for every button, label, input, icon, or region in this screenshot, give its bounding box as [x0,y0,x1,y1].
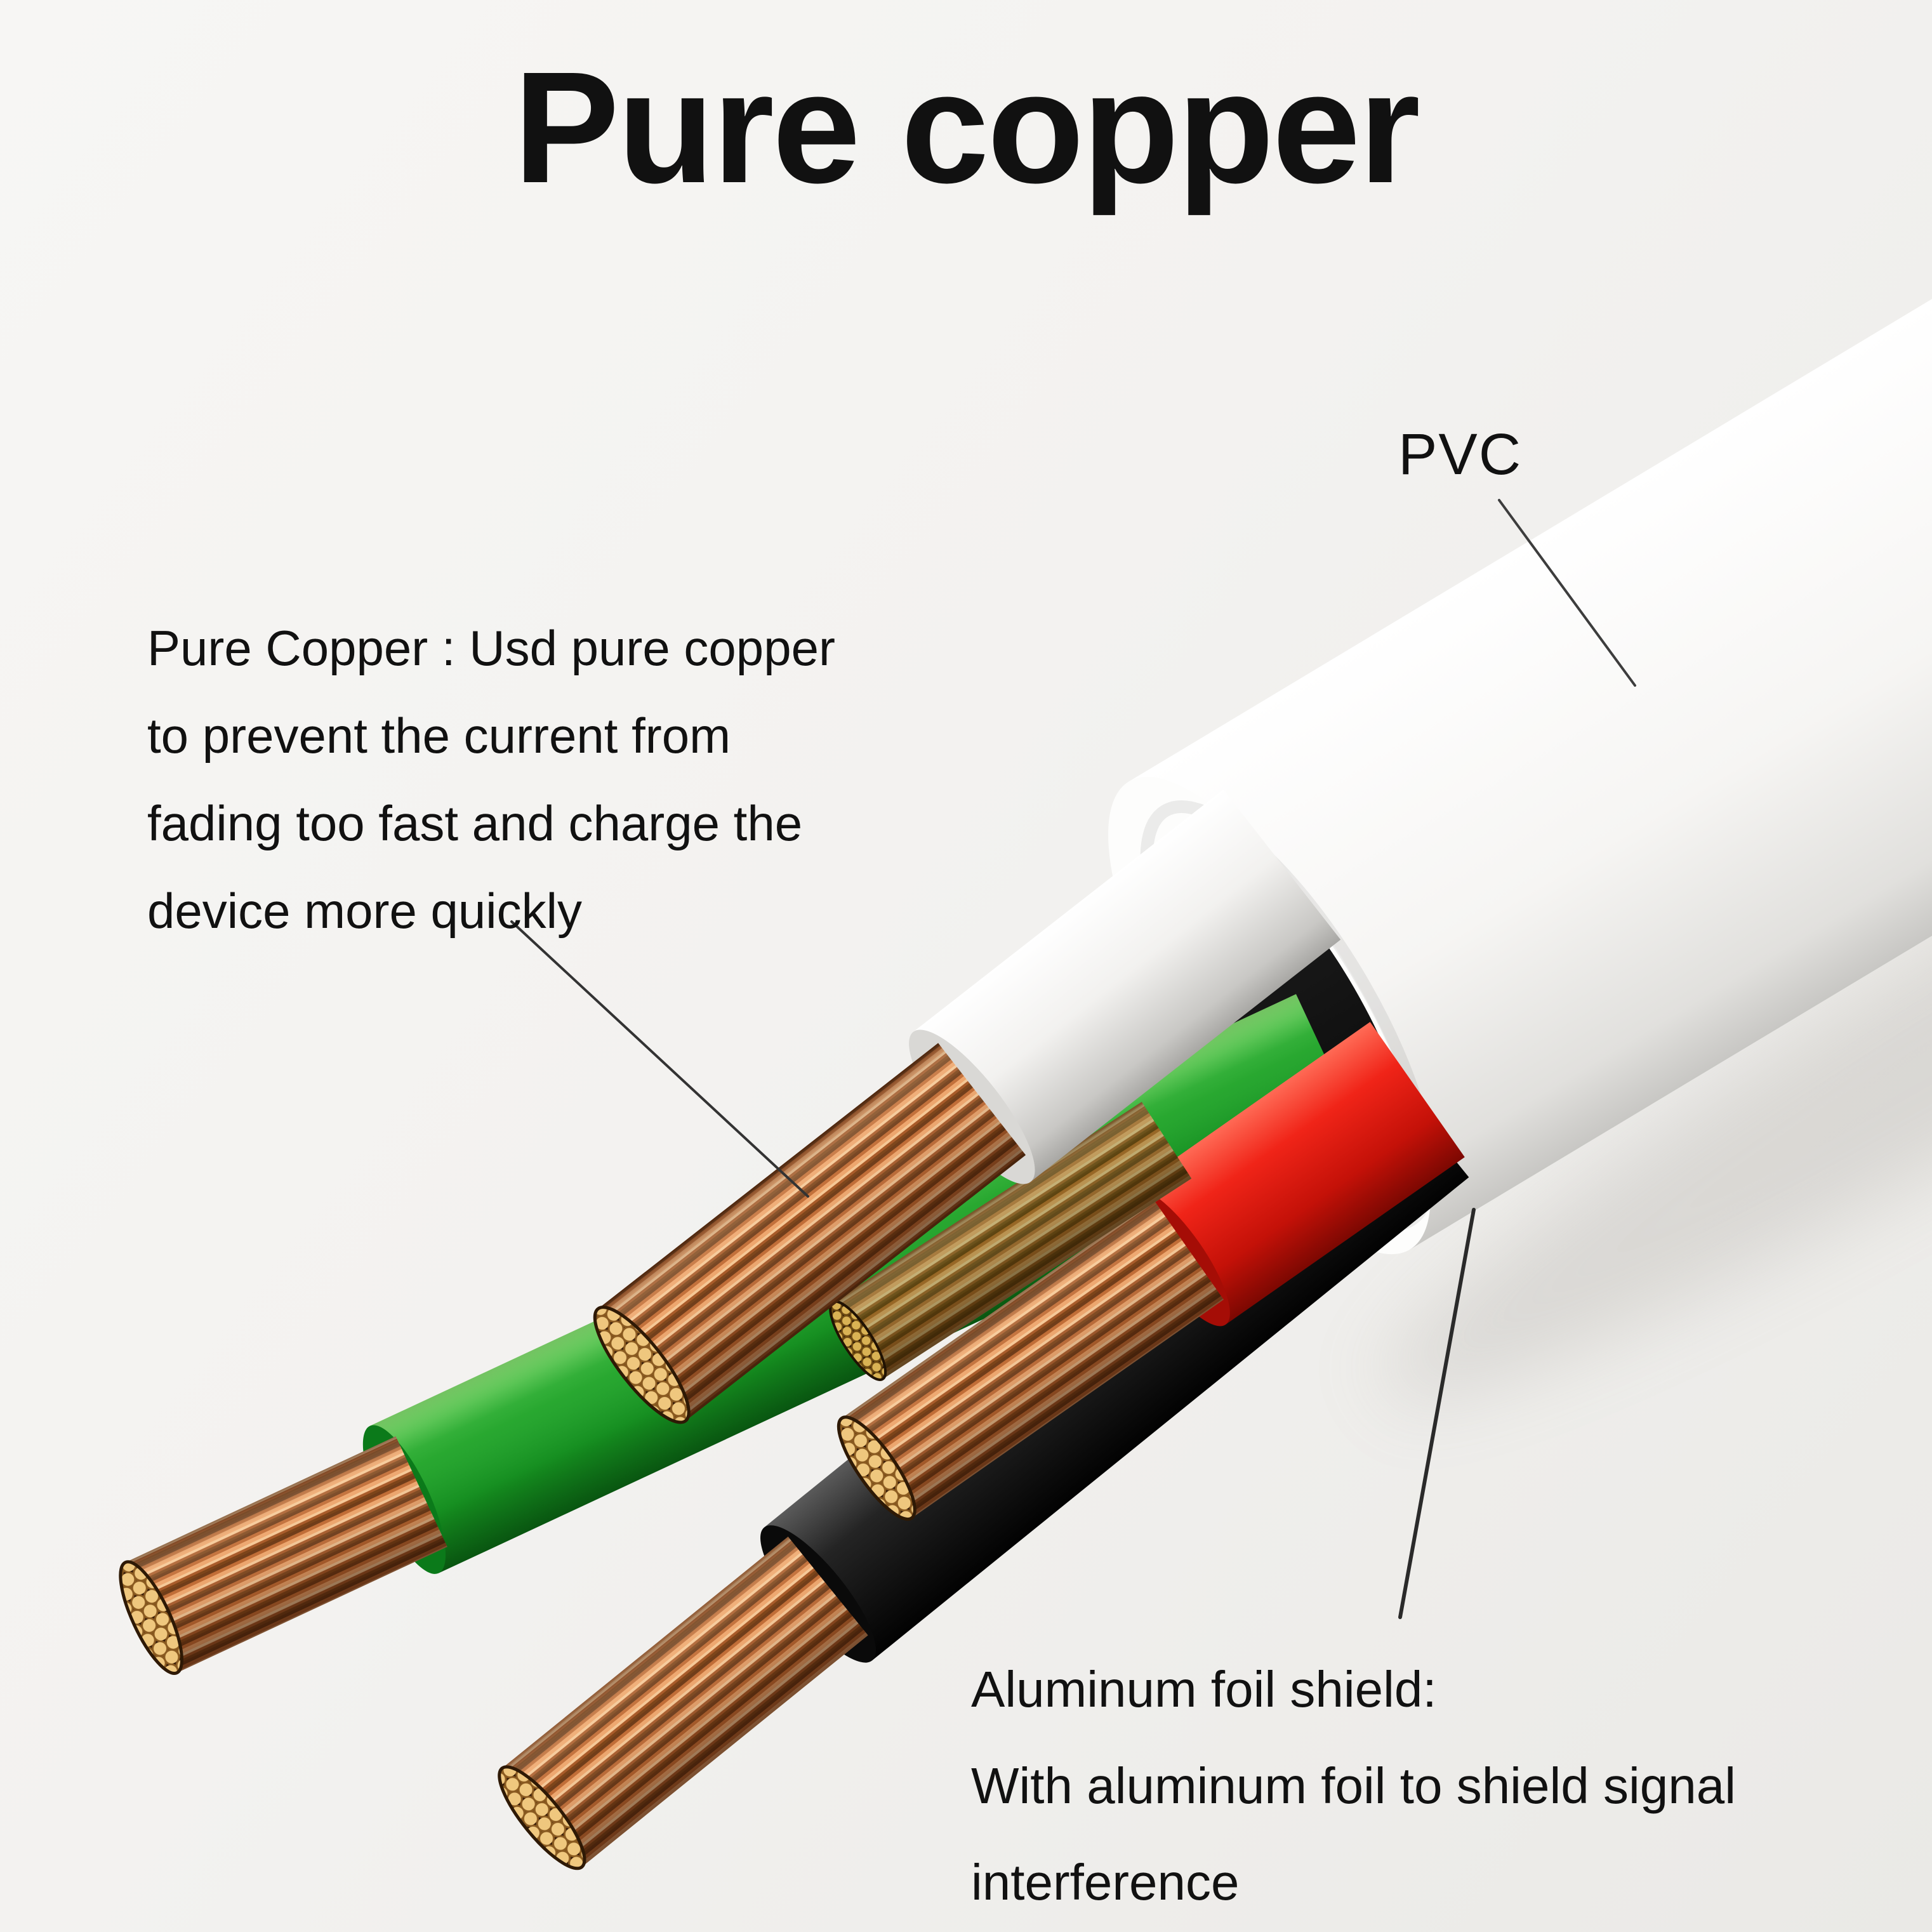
green-strand-ends [119,1560,184,1675]
copper-filler-bundle [829,1102,1192,1381]
black-copper-shading [501,1537,868,1867]
pure-copper-note-line: fading too fast and charge the [147,795,803,851]
cable-shadow [1382,630,1932,1400]
wire-red [837,1022,1465,1521]
cable [119,144,1932,1870]
pure-copper-note-line: to prevent the current from [147,708,731,764]
black-strand-ends [498,1765,586,1870]
white-strand-ends [593,1306,691,1424]
pure-copper-note: Pure Copper : Usd pure copper to prevent… [147,604,835,955]
pure-copper-note-line: Pure Copper : Usd pure copper [147,620,835,676]
pure-copper-leader-line [510,920,809,1198]
pvc-label: PVC [1398,422,1523,487]
green-copper-shading [125,1436,447,1673]
aluminum-foil-note-line: Aluminum foil shield: [971,1661,1437,1717]
white-insulation [913,790,1341,1182]
filler-copper-shading [833,1102,1192,1379]
red-insulation [1130,1022,1465,1325]
aluminum-foil-note-line: interference [971,1854,1240,1910]
red-copper-shading [842,1200,1224,1518]
aluminum-leader-line [1398,1208,1476,1619]
aluminum-foil-note: Aluminum foil shield: With aluminum foil… [971,1641,1736,1931]
wire-white [593,790,1341,1424]
white-copper-shading [598,1043,1026,1421]
red-strand-ends [837,1415,916,1521]
page-title: Pure copper [513,39,1420,216]
pvc-leader-line [1498,499,1636,687]
cable-jacket-body [1128,144,1932,1250]
aluminum-foil-note-line: With aluminum foil to shield signal [971,1757,1736,1814]
pure-copper-note-line: device more quickly [147,883,582,939]
